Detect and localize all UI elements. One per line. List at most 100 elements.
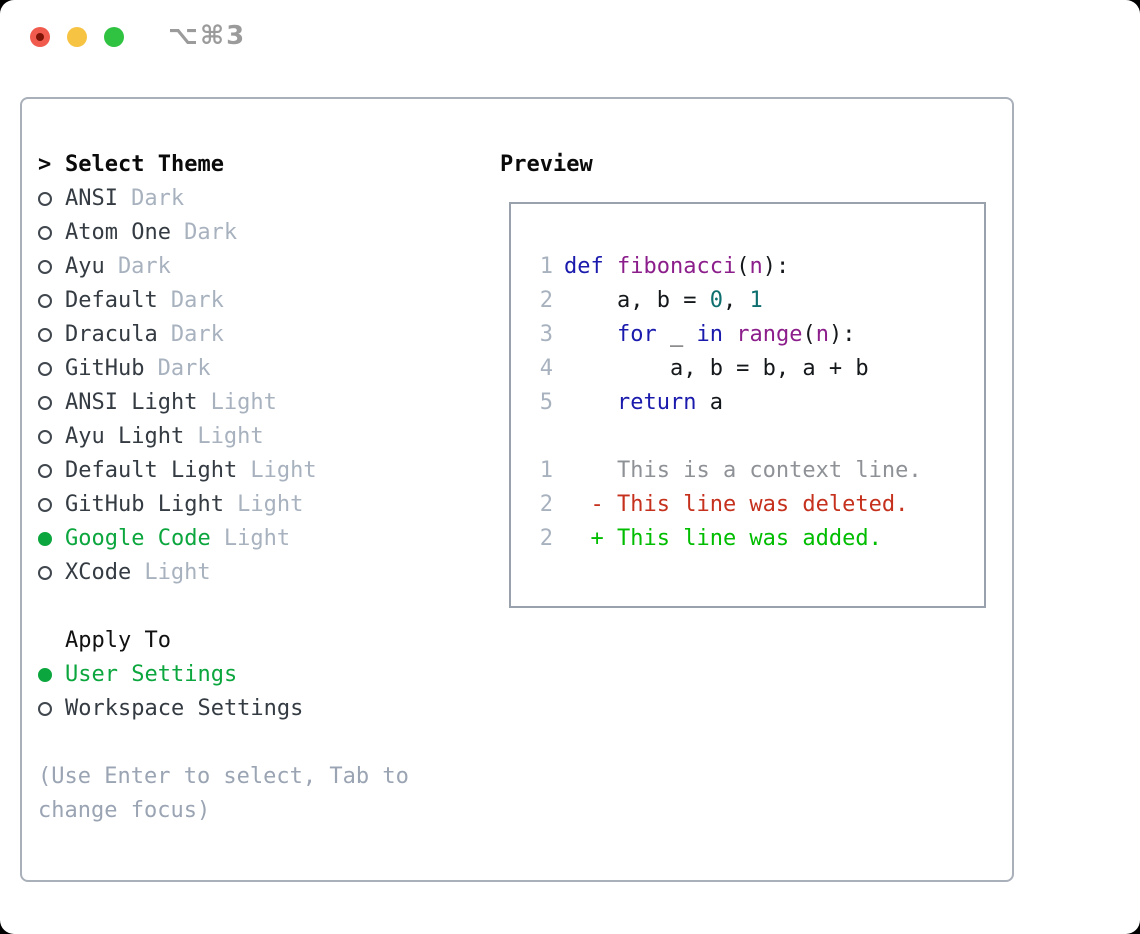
- code-line: 5 return a: [511, 386, 984, 420]
- theme-option-ansi-light[interactable]: ANSI Light Light: [38, 386, 409, 420]
- option-label: Default Light: [65, 458, 238, 483]
- radio-selected-icon: [38, 532, 52, 546]
- option-label: Ayu: [65, 254, 105, 279]
- line-number: 2: [539, 492, 553, 517]
- focus-indicator-icon: >: [38, 152, 52, 177]
- code-text: This is a context line.: [564, 458, 922, 483]
- close-icon[interactable]: [30, 27, 50, 47]
- option-label: ANSI Light: [65, 390, 198, 415]
- radio-selected-icon: [38, 668, 52, 682]
- option-label: GitHub: [65, 356, 145, 381]
- code-text: a, b = b, a + b: [564, 356, 869, 381]
- code-text: for _ in range(n):: [616, 322, 856, 347]
- option-variant-label: Light: [223, 526, 291, 551]
- option-variant-label: Light: [237, 492, 304, 517]
- option-variant-label: Dark: [170, 322, 224, 347]
- line-number: 1: [539, 254, 553, 279]
- code-line: [511, 420, 984, 454]
- option-variant-label: Light: [250, 458, 317, 483]
- radio-icon: [38, 430, 52, 444]
- code-text: + This line was added.: [564, 526, 882, 551]
- option-label: Ayu Light: [65, 424, 185, 449]
- window-title: ⌥⌘3: [168, 21, 247, 51]
- radio-icon: [38, 260, 52, 274]
- code-line: 1 This is a context line.: [511, 454, 984, 488]
- option-label: Dracula: [65, 322, 158, 347]
- theme-option-default[interactable]: Default Dark: [38, 284, 409, 318]
- window-controls: [30, 27, 124, 47]
- option-variant-label: Dark: [157, 356, 211, 381]
- hint-text-line1: (Use Enter to select, Tab to: [38, 764, 409, 789]
- theme-option-google-code[interactable]: Google Code Light: [38, 522, 409, 556]
- maximize-icon[interactable]: [104, 27, 124, 47]
- radio-icon: [38, 328, 52, 342]
- option-label: Default: [65, 288, 158, 313]
- radio-icon: [38, 192, 52, 206]
- close-dot-icon: [36, 33, 44, 41]
- radio-icon: [38, 464, 52, 478]
- select-theme-title: Select Theme: [65, 152, 224, 177]
- hint-text-line2: change focus): [38, 798, 211, 823]
- option-variant-label: Dark: [184, 220, 238, 245]
- option-label: XCode: [65, 560, 132, 585]
- radio-icon: [38, 226, 52, 240]
- apply-option-workspace-settings[interactable]: Workspace Settings: [38, 692, 409, 726]
- code-line: 2 - This line was deleted.: [511, 488, 984, 522]
- option-variant-label: Light: [210, 390, 277, 415]
- line-number: 4: [539, 356, 553, 381]
- preview-title: Preview: [500, 152, 593, 177]
- theme-option-dracula[interactable]: Dracula Dark: [38, 318, 409, 352]
- radio-icon: [38, 294, 52, 308]
- line-number: 1: [539, 458, 553, 483]
- apply-to-title: Apply To: [65, 628, 171, 653]
- minimize-icon[interactable]: [67, 27, 87, 47]
- theme-option-xcode[interactable]: XCode Light: [38, 556, 409, 590]
- theme-option-default-light[interactable]: Default Light Light: [38, 454, 409, 488]
- code-line: 3 for _ in range(n):: [511, 318, 984, 352]
- option-label: GitHub Light: [65, 492, 224, 517]
- code-text: return a: [616, 390, 723, 415]
- apply-to-header: Apply To: [38, 624, 409, 658]
- code-text: def fibonacci(n):: [564, 254, 790, 279]
- option-variant-label: Light: [197, 424, 264, 449]
- line-number: 5: [539, 390, 553, 415]
- code-text: - This line was deleted.: [564, 492, 909, 517]
- theme-option-ayu-light[interactable]: Ayu Light Light: [38, 420, 409, 454]
- theme-option-atom-one[interactable]: Atom One Dark: [38, 216, 409, 250]
- code-line: 2 a, b = 0, 1: [511, 284, 984, 318]
- line-number: 2: [539, 288, 553, 313]
- spacer: [38, 590, 409, 624]
- apply-option-user-settings[interactable]: User Settings: [38, 658, 409, 692]
- radio-icon: [38, 702, 52, 716]
- theme-option-github-light[interactable]: GitHub Light Light: [38, 488, 409, 522]
- option-label: Google Code: [65, 526, 211, 551]
- code-line: 2 + This line was added.: [511, 522, 984, 556]
- theme-option-ayu[interactable]: Ayu Dark: [38, 250, 409, 284]
- option-label: ANSI: [65, 186, 118, 211]
- radio-icon: [38, 566, 52, 580]
- line-number: 2: [539, 526, 553, 551]
- code-line: 1 def fibonacci(n):: [511, 250, 984, 284]
- spacer: [38, 726, 409, 760]
- option-variant-label: Dark: [170, 288, 224, 313]
- option-label: User Settings: [65, 662, 238, 687]
- option-label: Workspace Settings: [65, 696, 304, 721]
- radio-icon: [38, 396, 52, 410]
- option-variant-label: Dark: [117, 254, 171, 279]
- option-variant-label: Light: [144, 560, 211, 585]
- radio-icon: [38, 362, 52, 376]
- code-text: a, b = 0, 1: [564, 288, 763, 313]
- line-number: 3: [539, 322, 553, 347]
- option-label: Atom One: [65, 220, 171, 245]
- theme-option-github[interactable]: GitHub Dark: [38, 352, 409, 386]
- select-theme-header: > Select Theme: [38, 148, 409, 182]
- code-line: 4 a, b = b, a + b: [511, 352, 984, 386]
- radio-icon: [38, 498, 52, 512]
